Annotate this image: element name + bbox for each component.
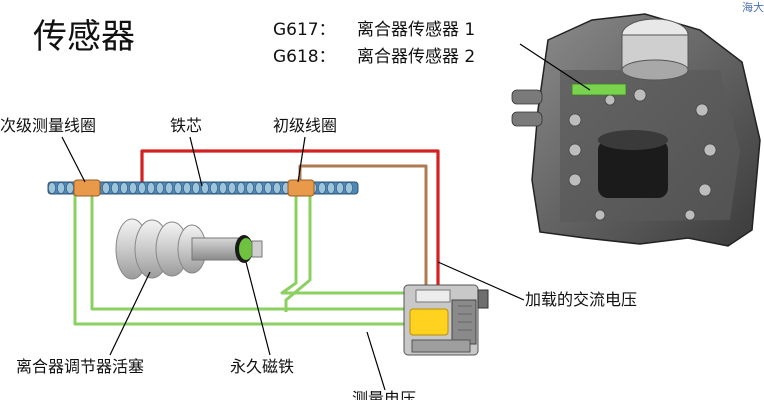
secondary-coil bbox=[73, 179, 101, 197]
clutch-piston bbox=[115, 218, 263, 280]
connector-yellow bbox=[409, 308, 449, 336]
sensor-core-strip bbox=[47, 179, 359, 197]
coil-turn bbox=[120, 182, 128, 194]
label-core: 铁芯 bbox=[170, 116, 202, 135]
coil-turn bbox=[264, 182, 272, 194]
coil-turn bbox=[336, 182, 344, 194]
leader-lines bbox=[61, 136, 525, 391]
coil-turn bbox=[345, 182, 353, 194]
legend-pointer-line bbox=[519, 43, 591, 91]
coil-turn bbox=[183, 182, 191, 194]
coil-turn bbox=[237, 182, 245, 194]
leader-measured-voltage bbox=[366, 331, 386, 391]
mechatronic-unit-image bbox=[511, 13, 761, 247]
permanent-magnet bbox=[235, 235, 253, 263]
coil-turn bbox=[48, 182, 56, 194]
leader-primary-coil bbox=[297, 136, 306, 183]
coil-turn bbox=[255, 182, 263, 194]
sensor-name-g617: 离合器传感器 1 bbox=[357, 20, 475, 40]
coil-turn bbox=[210, 182, 218, 194]
coil-turn bbox=[138, 182, 146, 194]
sensor-code-g618: G618： bbox=[273, 47, 336, 67]
coil-turn bbox=[102, 182, 110, 194]
coil-turn bbox=[228, 182, 236, 194]
leader-ac-voltage bbox=[437, 261, 525, 301]
sensor-highlight-g617 bbox=[571, 83, 627, 96]
leader-core bbox=[189, 136, 203, 187]
coil-turn bbox=[57, 182, 65, 194]
label-primary-coil: 初级线圈 bbox=[273, 116, 337, 135]
control-unit-image bbox=[403, 284, 489, 356]
wiring bbox=[73, 149, 440, 326]
sensor-code-g617: G617： bbox=[273, 20, 336, 40]
coil-turn bbox=[174, 182, 182, 194]
label-magnet: 永久磁铁 bbox=[230, 357, 294, 376]
coil-turn bbox=[201, 182, 209, 194]
sensor-name-g618: 离合器传感器 2 bbox=[357, 47, 475, 67]
coil-turn bbox=[165, 182, 173, 194]
coil-turn bbox=[192, 182, 200, 194]
coil-turn bbox=[219, 182, 227, 194]
coil-turn bbox=[147, 182, 155, 194]
measure-wire-right bbox=[280, 193, 412, 295]
measure-wire-left-inner bbox=[90, 192, 412, 311]
primary-coil bbox=[287, 179, 315, 197]
coil-turn bbox=[246, 182, 254, 194]
label-ac-voltage: 加载的交流电压 bbox=[525, 290, 637, 309]
label-secondary-coil: 次级测量线圈 bbox=[0, 116, 96, 135]
leader-magnet bbox=[245, 261, 271, 356]
label-piston: 离合器调节器活塞 bbox=[16, 357, 144, 376]
coil-turn bbox=[273, 182, 281, 194]
coil-turn bbox=[318, 182, 326, 194]
watermark: 海大 bbox=[742, 0, 764, 14]
measure-wire-right-inner bbox=[284, 193, 312, 312]
page-title: 传感器 bbox=[33, 17, 135, 57]
leader-secondary-coil bbox=[61, 136, 86, 183]
coil-turn bbox=[66, 182, 74, 194]
coil-turn bbox=[156, 182, 164, 194]
leader-piston bbox=[109, 271, 151, 356]
coil-turn bbox=[129, 182, 137, 194]
sensor-legend: G617： 离合器传感器 1 G618： 离合器传感器 2 bbox=[273, 20, 475, 67]
coil-turn bbox=[111, 182, 119, 194]
primary-coil-wire bbox=[298, 164, 428, 300]
ac-wire bbox=[140, 149, 440, 300]
label-measured-voltage: 测量电压 bbox=[352, 389, 416, 400]
measure-wire-left bbox=[73, 192, 412, 326]
coil-turn bbox=[327, 182, 335, 194]
